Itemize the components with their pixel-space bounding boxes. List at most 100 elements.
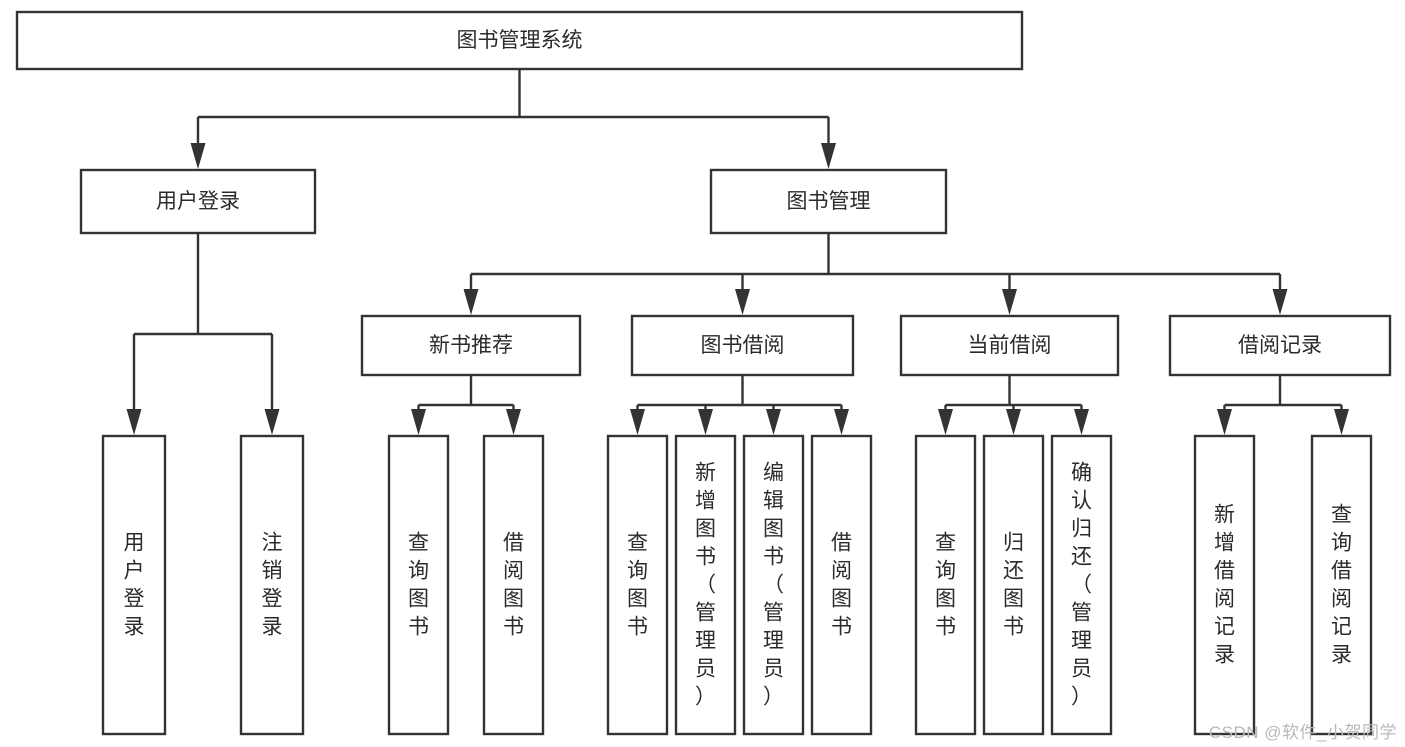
node-label-char: 图 bbox=[763, 518, 784, 541]
node-label-char: 辑 bbox=[763, 490, 784, 513]
node-book-manage[interactable]: 图书管理 bbox=[709, 168, 948, 235]
node-box[interactable] bbox=[674, 434, 737, 736]
node-label-char: 阅 bbox=[1214, 588, 1235, 611]
node-box[interactable] bbox=[387, 434, 450, 736]
node-label-char: 查 bbox=[935, 532, 956, 555]
arrow-head-icon bbox=[821, 143, 836, 169]
connector-group-root bbox=[190, 69, 836, 169]
node-label-char: 书 bbox=[831, 616, 852, 639]
connector-group-borrow-record bbox=[1217, 375, 1349, 435]
node-label-char: 理 bbox=[695, 630, 716, 653]
node-box[interactable] bbox=[810, 434, 873, 736]
arrow-head-icon bbox=[766, 409, 781, 435]
node-book-borrow[interactable]: 图书借阅 bbox=[630, 314, 855, 377]
node-box[interactable] bbox=[15, 10, 1024, 71]
node-user-login[interactable]: 用户登录 bbox=[79, 168, 317, 235]
node-box[interactable] bbox=[630, 314, 855, 377]
node-label-char: 借 bbox=[1214, 560, 1235, 583]
node-box[interactable] bbox=[101, 434, 167, 736]
node-label-char: 记 bbox=[1331, 616, 1352, 639]
node-label-char: ） bbox=[1071, 686, 1092, 709]
node-box[interactable] bbox=[606, 434, 669, 736]
node-label-char: 阅 bbox=[1331, 588, 1352, 611]
arrow-head-icon bbox=[1006, 409, 1021, 435]
node-label-char: 书 bbox=[695, 546, 716, 569]
node-current-borrow[interactable]: 当前借阅 bbox=[899, 314, 1120, 377]
node-label-char: 确 bbox=[1071, 462, 1092, 485]
node-label-char: 销 bbox=[262, 560, 283, 583]
node-label-char: 借 bbox=[831, 532, 852, 555]
node-box[interactable] bbox=[239, 434, 305, 736]
node-new-book-recommend[interactable]: 新书推荐 bbox=[360, 314, 582, 377]
arrow-head-icon bbox=[1002, 289, 1017, 315]
node-label-char: 阅 bbox=[831, 560, 852, 583]
node-label: 新书推荐 bbox=[429, 334, 513, 357]
node-label-char: 查 bbox=[627, 532, 648, 555]
node-label-char: 阅 bbox=[503, 560, 524, 583]
node-label-char: 员 bbox=[695, 658, 716, 681]
node-label-char: 书 bbox=[408, 616, 429, 639]
node-label-char: 管 bbox=[1071, 602, 1092, 625]
arrow-head-icon bbox=[834, 409, 849, 435]
node-label-char: 新 bbox=[695, 462, 716, 485]
node-label-char: 书 bbox=[763, 546, 784, 569]
node-leaf-user-login[interactable]: 用户登录 bbox=[101, 434, 167, 736]
arrow-head-icon bbox=[463, 289, 479, 315]
arrow-head-icon bbox=[735, 289, 750, 315]
node-label-char: 图 bbox=[408, 588, 429, 611]
node-box[interactable] bbox=[899, 314, 1120, 377]
node-box[interactable] bbox=[79, 168, 317, 235]
node-label-char: 查 bbox=[408, 532, 429, 555]
node-label-char: 录 bbox=[1214, 644, 1235, 667]
arrow-head-icon bbox=[630, 409, 645, 435]
node-box[interactable] bbox=[914, 434, 977, 736]
node-label: 用户登录 bbox=[156, 190, 240, 213]
node-box[interactable] bbox=[1050, 434, 1113, 736]
node-label-char: 图 bbox=[935, 588, 956, 611]
node-label-char: 编 bbox=[763, 462, 784, 485]
node-box[interactable] bbox=[709, 168, 948, 235]
node-label-char: 登 bbox=[124, 588, 145, 611]
arrow-head-icon bbox=[1217, 409, 1232, 435]
node-root[interactable]: 图书管理系统 bbox=[15, 10, 1024, 71]
node-box[interactable] bbox=[1193, 434, 1256, 736]
node-box[interactable] bbox=[982, 434, 1045, 736]
node-label-char: 询 bbox=[1331, 532, 1352, 555]
node-box[interactable] bbox=[482, 434, 545, 736]
node-label-char: 记 bbox=[1214, 616, 1235, 639]
node-box[interactable] bbox=[1310, 434, 1373, 736]
node-box[interactable] bbox=[1168, 314, 1392, 377]
connector-layer bbox=[126, 69, 1349, 435]
node-label-char: 新 bbox=[1214, 504, 1235, 527]
node-label-char: 理 bbox=[1071, 630, 1092, 653]
node-box[interactable] bbox=[742, 434, 805, 736]
node-label-char: 员 bbox=[763, 658, 784, 681]
node-label-char: 登 bbox=[262, 588, 283, 611]
node-label-char: 借 bbox=[503, 532, 524, 555]
node-label: 图书借阅 bbox=[701, 334, 785, 357]
node-label-char: 归 bbox=[1071, 518, 1092, 541]
node-label-char: 图 bbox=[695, 518, 716, 541]
connector-group-book-borrow bbox=[630, 375, 849, 435]
node-label: 借阅记录 bbox=[1238, 334, 1322, 357]
node-label-char: 还 bbox=[1071, 546, 1092, 569]
arrow-head-icon bbox=[126, 409, 142, 435]
node-label-char: 注 bbox=[262, 532, 283, 555]
node-label-char: 图 bbox=[831, 588, 852, 611]
node-borrow-record[interactable]: 借阅记录 bbox=[1168, 314, 1392, 377]
node-box[interactable] bbox=[360, 314, 582, 377]
arrow-head-icon bbox=[264, 409, 280, 435]
